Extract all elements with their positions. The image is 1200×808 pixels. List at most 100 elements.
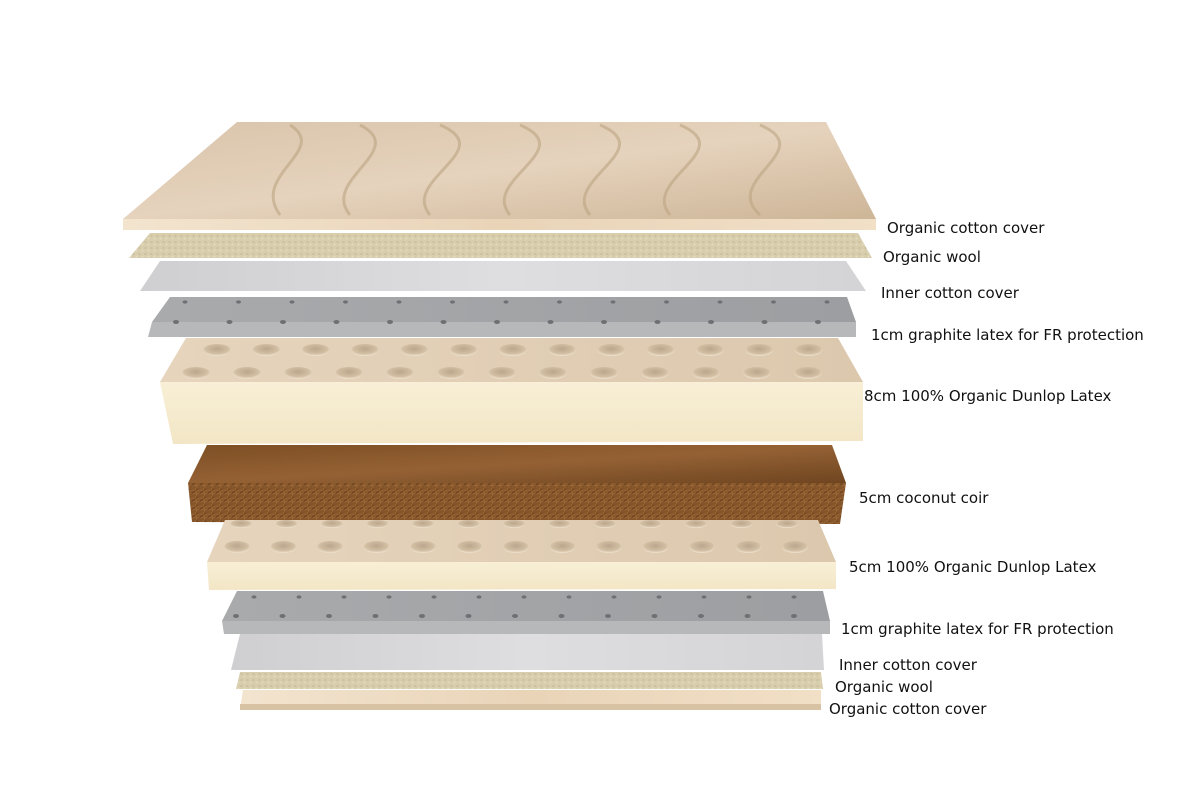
latex-hole — [410, 541, 436, 553]
perforation — [476, 595, 482, 599]
perforation — [372, 614, 379, 618]
perforation — [656, 595, 662, 599]
latex-hole — [366, 520, 389, 528]
perforation — [289, 300, 295, 304]
label-inner-cotton-cover-bottom: Inner cotton cover — [839, 656, 977, 674]
perforation — [605, 614, 611, 618]
latex-hole — [548, 344, 577, 356]
latex-hole — [363, 541, 390, 553]
latex-hole — [203, 344, 231, 356]
latex-hole — [503, 520, 525, 528]
latex-hole — [230, 520, 252, 528]
perforation — [512, 614, 518, 618]
perforation — [521, 595, 527, 599]
perforation — [744, 614, 751, 618]
latex-hole — [735, 541, 762, 553]
perforation — [326, 614, 332, 618]
label-organic-wool-top: Organic wool — [883, 248, 981, 266]
latex-hole — [639, 520, 662, 528]
perforation — [173, 320, 179, 324]
perforation — [387, 320, 393, 324]
perforation — [450, 300, 455, 304]
perforation — [236, 300, 241, 304]
perforation — [566, 595, 572, 599]
latex-hole — [270, 541, 297, 553]
label-graphite-latex-top: 1cm graphite latex for FR protection — [871, 326, 1144, 344]
latex-hole — [321, 520, 343, 528]
layer-organic-cotton-cover-bottom — [240, 690, 821, 710]
latex-hole — [646, 344, 675, 356]
perforation — [431, 595, 437, 599]
perforation — [333, 320, 340, 324]
perforation — [791, 595, 797, 599]
latex-hole — [548, 520, 571, 528]
latex-hole — [642, 541, 669, 553]
perforation — [791, 614, 797, 618]
latex-hole — [449, 344, 478, 356]
latex-hole — [596, 541, 622, 553]
latex-hole — [233, 367, 261, 379]
label-inner-cotton-cover-top: Inner cotton cover — [881, 284, 1019, 302]
perforation — [611, 595, 617, 599]
latex-hole — [498, 344, 527, 356]
layer-graphite-latex-top — [148, 297, 856, 337]
perforation — [708, 320, 714, 324]
perforation — [440, 320, 447, 324]
perforation — [226, 320, 233, 324]
perforation — [815, 320, 821, 324]
perforation — [503, 300, 509, 304]
layer-dunlop-latex-8cm — [160, 338, 863, 444]
layer-organic-wool-bottom — [236, 672, 823, 689]
layer-inner-cotton-cover-top — [140, 261, 866, 291]
latex-hole — [400, 344, 429, 356]
perforation — [610, 300, 616, 304]
label-coconut-coir: 5cm coconut coir — [859, 489, 989, 507]
label-dunlop-latex-5cm: 5cm 100% Organic Dunlop Latex — [849, 558, 1097, 576]
perforation — [279, 614, 286, 618]
perforation — [824, 300, 830, 304]
latex-hole — [794, 344, 823, 356]
latex-hole — [597, 344, 626, 356]
latex-hole — [689, 541, 715, 553]
perforation — [547, 320, 554, 324]
perforation — [558, 614, 565, 618]
latex-hole — [284, 367, 312, 379]
latex-hole — [252, 344, 281, 356]
latex-hole — [782, 541, 808, 553]
latex-hole — [594, 520, 616, 528]
latex-hole — [696, 344, 724, 356]
layer-dunlop-latex-5cm — [207, 520, 836, 590]
latex-hole — [685, 520, 707, 528]
latex-hole — [224, 541, 250, 553]
latex-hole — [301, 344, 330, 356]
perforation — [698, 614, 704, 618]
perforation — [651, 614, 658, 618]
layer-coconut-coir — [188, 445, 846, 524]
perforation — [343, 300, 348, 304]
perforation — [654, 320, 661, 324]
latex-hole — [386, 367, 414, 379]
label-organic-cotton-cover-top: Organic cotton cover — [887, 219, 1045, 237]
layer-graphite-latex-bottom — [222, 591, 830, 634]
latex-hole — [745, 344, 774, 356]
perforation — [717, 300, 723, 304]
perforation — [296, 595, 302, 599]
latex-hole — [456, 541, 483, 553]
perforation — [419, 614, 425, 618]
latex-hole — [437, 367, 465, 379]
layer-organic-cotton-cover-top — [123, 122, 876, 230]
latex-hole — [549, 541, 576, 553]
label-dunlop-latex-8cm: 8cm 100% Organic Dunlop Latex — [864, 387, 1112, 405]
latex-hole — [182, 367, 210, 379]
perforation — [396, 300, 402, 304]
layer-organic-wool-top — [129, 233, 872, 258]
perforation — [557, 300, 562, 304]
perforation — [601, 320, 607, 324]
perforation — [233, 614, 239, 618]
latex-hole — [692, 367, 720, 379]
perforation — [746, 595, 752, 599]
perforation — [465, 614, 472, 618]
latex-hole — [590, 367, 618, 379]
latex-hole — [457, 520, 480, 528]
